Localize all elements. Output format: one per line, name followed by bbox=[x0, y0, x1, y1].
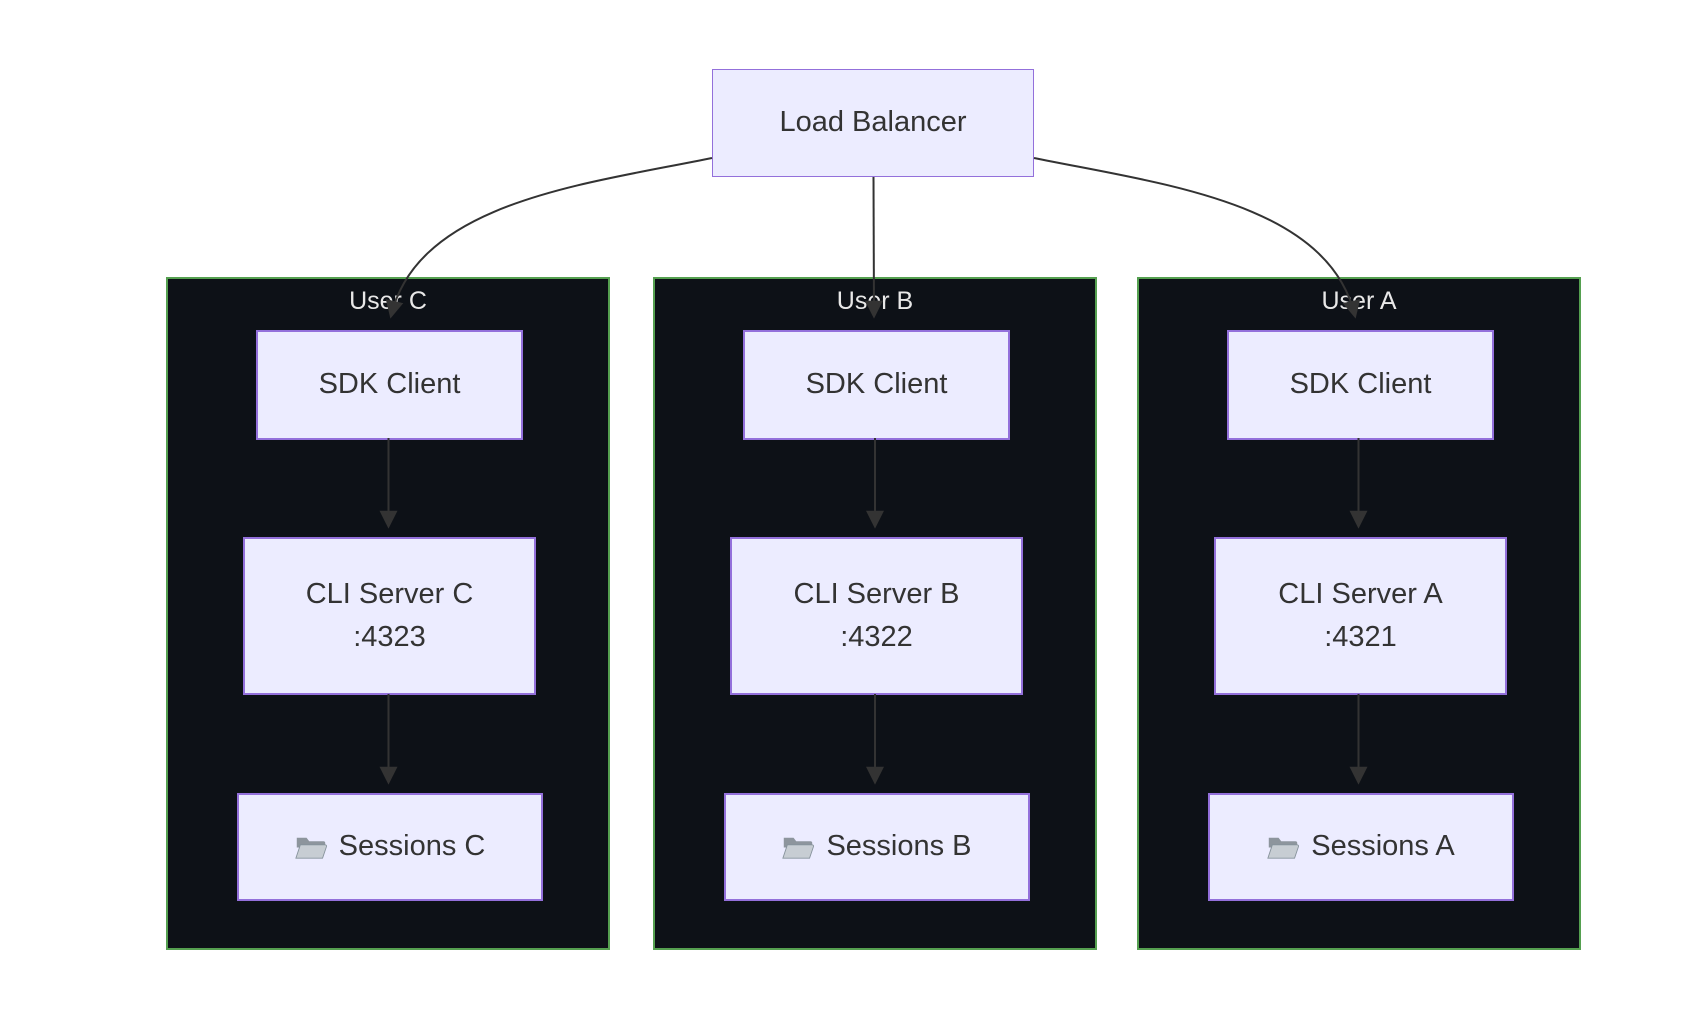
sdk-client-node-b: SDK Client bbox=[743, 330, 1010, 440]
cli-server-node-c: CLI Server C :4323 bbox=[243, 537, 536, 695]
sessions-node-a: Sessions A bbox=[1208, 793, 1514, 901]
cli-server-port: :4322 bbox=[840, 621, 913, 653]
sdk-client-label: SDK Client bbox=[805, 368, 948, 401]
cli-server-name: CLI Server C bbox=[305, 577, 474, 610]
group-user-b: User B SDK Client CLI Server B :4322 Ses… bbox=[653, 277, 1097, 950]
cli-server-port: :4321 bbox=[1324, 621, 1397, 653]
cli-server-port: :4323 bbox=[353, 621, 426, 653]
load-balancer-label: Load Balancer bbox=[779, 106, 967, 139]
sessions-node-b: Sessions B bbox=[724, 793, 1030, 901]
group-label-user-c: User C bbox=[349, 287, 427, 315]
sessions-label: Sessions B bbox=[826, 830, 972, 863]
cli-server-name: CLI Server A bbox=[1278, 577, 1443, 610]
sessions-node-c: Sessions C bbox=[237, 793, 543, 901]
group-label-user-b: User B bbox=[836, 287, 914, 315]
cli-server-node-a: CLI Server A :4321 bbox=[1214, 537, 1507, 695]
cli-server-node-b: CLI Server B :4322 bbox=[730, 537, 1023, 695]
sdk-client-label: SDK Client bbox=[1289, 368, 1432, 401]
cli-server-name: CLI Server B bbox=[793, 577, 960, 610]
folder-icon bbox=[294, 837, 327, 859]
sessions-label: Sessions A bbox=[1311, 830, 1455, 863]
folder-icon bbox=[782, 837, 815, 859]
sessions-label: Sessions C bbox=[338, 830, 486, 863]
group-label-user-a: User A bbox=[1321, 287, 1397, 315]
sdk-client-node-a: SDK Client bbox=[1227, 330, 1494, 440]
sdk-client-label: SDK Client bbox=[318, 368, 461, 401]
sdk-client-node-c: SDK Client bbox=[256, 330, 523, 440]
folder-icon bbox=[1267, 837, 1300, 859]
load-balancer-node: Load Balancer bbox=[712, 69, 1034, 177]
group-user-a: User A SDK Client CLI Server A :4321 Ses… bbox=[1137, 277, 1581, 950]
group-user-c: User C SDK Client CLI Server C :4323 Ses… bbox=[166, 277, 610, 950]
